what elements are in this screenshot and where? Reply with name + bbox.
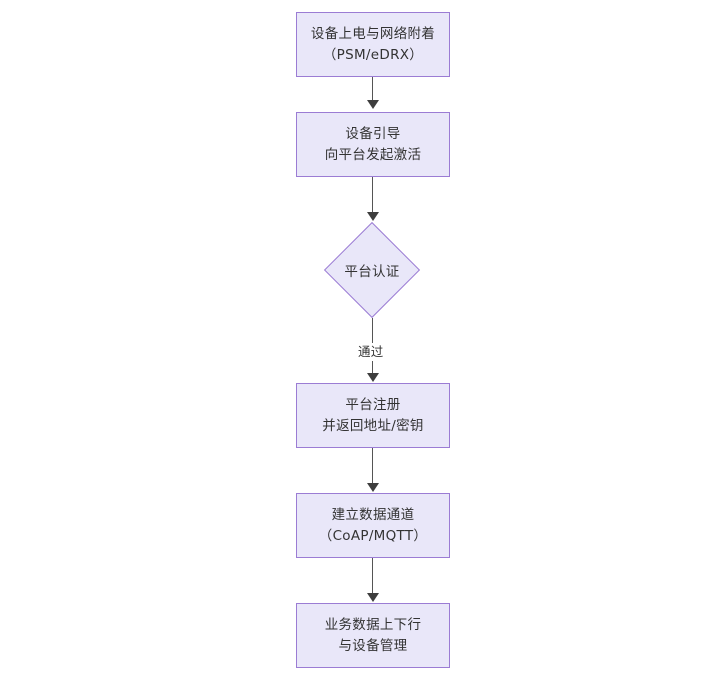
flow-edge-2-line: [372, 177, 374, 215]
flow-edge-4-arrowhead: [366, 483, 379, 492]
flow-edge-4-line: [372, 448, 374, 486]
flow-edge-5-arrowhead: [366, 593, 379, 602]
flow-edge-3-arrowhead: [366, 373, 379, 382]
flow-node-line1: 设备引导: [345, 125, 401, 142]
flow-node-label: 设备引导向平台发起激活: [325, 124, 422, 166]
flow-node-line1: 业务数据上下行: [324, 616, 422, 633]
flow-node-label: 业务数据上下行与设备管理: [325, 615, 422, 657]
flow-node-line1: 建立数据通道: [331, 506, 415, 523]
flow-node-line2: 并返回地址/密钥: [322, 417, 424, 434]
flow-node-line1: 设备上电与网络附着: [310, 25, 436, 42]
flow-node-business-data[interactable]: 业务数据上下行与设备管理: [296, 603, 450, 668]
flow-node-label: 建立数据通道 （CoAP/MQTT）: [319, 505, 427, 547]
flow-node-line2: 与设备管理: [338, 637, 408, 654]
flow-node-data-channel[interactable]: 建立数据通道 （CoAP/MQTT）: [296, 493, 450, 558]
flow-edge-5-line: [372, 558, 374, 596]
flow-node-line1: 平台注册: [345, 396, 401, 413]
flow-node-platform-register[interactable]: 平台注册并返回地址/密钥: [296, 383, 450, 448]
flow-node-line2: 向平台发起激活: [324, 146, 422, 163]
flow-node-label: 平台注册并返回地址/密钥: [322, 395, 423, 437]
flow-node-label: 设备上电与网络附着 （PSM/eDRX）: [311, 24, 435, 66]
flow-node-bootstrap[interactable]: 设备引导向平台发起激活: [296, 112, 450, 177]
flow-node-auth-decision[interactable]: 平台认证: [323, 221, 421, 319]
flow-node-label: 平台认证: [344, 264, 400, 280]
flow-edge-2-arrowhead: [366, 212, 379, 221]
flow-edge-1-arrowhead: [366, 100, 379, 109]
flow-node-line2: （PSM/eDRX）: [322, 46, 424, 63]
flow-edge-3-label: 通过: [355, 343, 387, 361]
flow-edge-1-line: [372, 77, 374, 103]
flow-node-line2: （CoAP/MQTT）: [318, 527, 428, 544]
flow-node-power-on[interactable]: 设备上电与网络附着 （PSM/eDRX）: [296, 12, 450, 77]
